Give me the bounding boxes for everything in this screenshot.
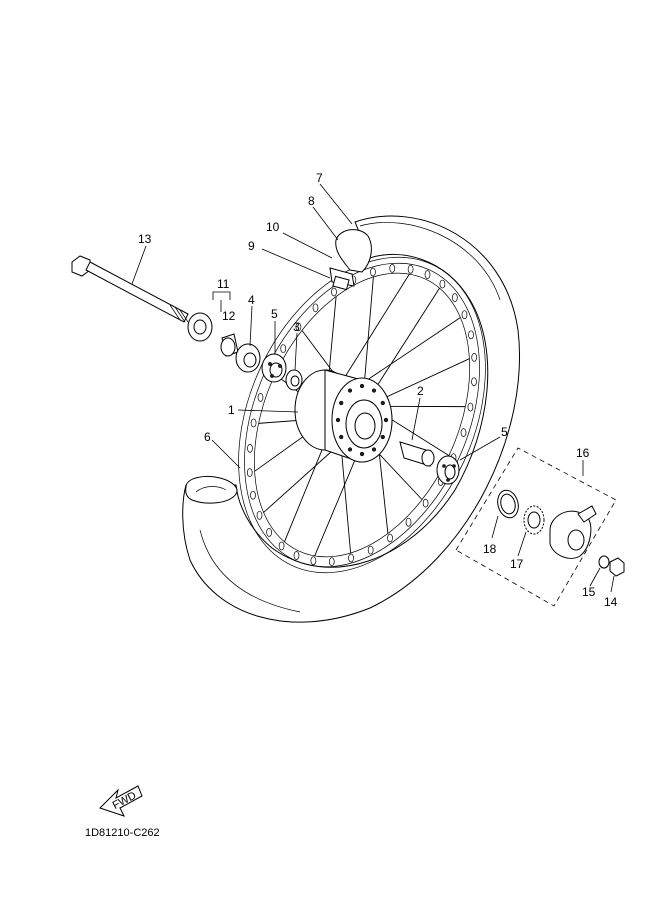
rim-hole xyxy=(422,498,429,508)
rim-hole xyxy=(295,322,302,332)
hub-hole xyxy=(359,451,365,457)
rim-hole xyxy=(250,490,256,500)
hub-hole xyxy=(383,417,389,423)
callout-2: 2 xyxy=(417,384,424,398)
rim-hole xyxy=(280,344,287,353)
speedometer-gear-unit-group xyxy=(455,447,625,607)
hub-flange-holes xyxy=(335,383,389,457)
bearing-4 xyxy=(235,343,261,373)
callout-5-upper: 5 xyxy=(271,307,278,321)
rim-hole xyxy=(370,267,376,277)
callout-10: 10 xyxy=(266,220,280,234)
callout-15: 15 xyxy=(582,585,596,599)
rim-hole xyxy=(310,556,317,566)
rim-hole xyxy=(405,517,412,527)
callout-18: 18 xyxy=(483,542,497,556)
callout-16: 16 xyxy=(576,446,590,460)
spacer-12 xyxy=(220,333,239,357)
callout-9: 9 xyxy=(248,239,255,253)
hub-hole xyxy=(371,388,377,393)
bearing-5-lower xyxy=(436,455,460,485)
rim-hole xyxy=(367,545,374,555)
hub-hole xyxy=(335,417,341,423)
callout-4: 4 xyxy=(248,293,255,307)
diagram-code: 1D81210-C262 xyxy=(85,827,160,839)
callout-8: 8 xyxy=(308,194,315,208)
rim-hole xyxy=(452,293,458,302)
callout-14: 14 xyxy=(604,595,618,609)
rim-hole xyxy=(266,528,272,537)
rim-hole xyxy=(312,303,319,313)
rim-hole xyxy=(293,551,300,560)
callout-labels: 7 8 10 9 13 11 12 4 5 3 1 2 6 5 16 18 17… xyxy=(138,171,618,609)
callout-11: 11 xyxy=(217,277,230,291)
hub-hole xyxy=(371,447,377,452)
hub xyxy=(294,369,393,463)
hub-hole xyxy=(380,434,385,440)
rim-hole xyxy=(471,377,477,387)
rim-hole xyxy=(468,330,474,340)
leader-lines xyxy=(131,183,615,593)
callout-1: 1 xyxy=(228,403,235,417)
callout-5-lower: 5 xyxy=(501,425,508,439)
callout-3: 3 xyxy=(293,320,300,334)
rim-hole xyxy=(439,279,446,289)
rim-hole xyxy=(460,428,467,437)
rim-hole xyxy=(328,557,335,566)
callout-12: 12 xyxy=(222,309,236,323)
hub-hole xyxy=(339,400,344,406)
rim-hole xyxy=(471,353,478,362)
rim-hole xyxy=(407,264,414,274)
rim-hole xyxy=(424,270,431,279)
hub-hole xyxy=(359,383,365,389)
forward-direction-arrow: FWD xyxy=(99,785,143,817)
spoke xyxy=(375,358,470,403)
wheel-axle xyxy=(71,255,189,323)
oil-seal-3 xyxy=(285,369,303,391)
callout-13: 13 xyxy=(138,232,152,246)
hub-hole xyxy=(347,388,353,393)
tire xyxy=(182,215,520,623)
callout-17: 17 xyxy=(510,557,524,571)
hub-hole xyxy=(380,400,385,406)
rim-hole xyxy=(278,541,285,551)
rim-hole xyxy=(250,418,257,428)
hub-hole xyxy=(339,434,344,440)
rim-hole xyxy=(387,533,393,543)
rim-hole xyxy=(256,510,263,520)
spoke xyxy=(369,287,440,398)
rim-hole xyxy=(331,287,337,297)
rim-hole xyxy=(467,402,474,412)
rim-band-valve xyxy=(329,229,372,291)
rim-hole xyxy=(461,310,468,320)
callout-6: 6 xyxy=(204,430,211,444)
rim-hole xyxy=(348,553,354,563)
oil-seal-5-upper xyxy=(261,353,287,383)
hub-hole xyxy=(347,447,353,452)
rim-hole xyxy=(246,468,253,477)
callout-7: 7 xyxy=(316,171,323,185)
rim-hole xyxy=(257,393,264,402)
rim-hole xyxy=(247,443,253,453)
rim-hole xyxy=(389,264,396,273)
spacer-2 xyxy=(399,441,435,467)
collar xyxy=(187,312,213,342)
